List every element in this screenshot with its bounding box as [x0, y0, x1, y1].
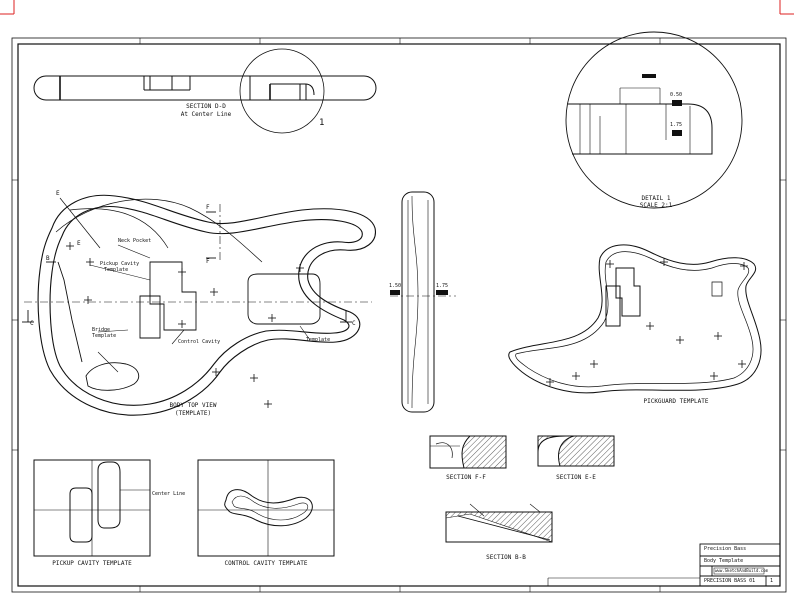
body-center-marks [66, 242, 304, 408]
note-bridge-template: Template [92, 333, 117, 339]
detail-dim-block [642, 74, 656, 78]
body-leaders [89, 244, 311, 373]
section-b-title: SECTION B-B [486, 554, 526, 561]
detail-callout-number: 1 [319, 118, 325, 128]
title-block-sheet: 1 [770, 578, 774, 584]
section-marker-f-2: F [206, 258, 210, 265]
section-marker-c: C [30, 320, 34, 327]
control-cavity-template [197, 459, 335, 557]
title-block-drawing-id: PRECISION BASS 01 [704, 578, 756, 584]
detail-1-title: DETAIL 1 [641, 195, 671, 202]
note-template: Template [104, 267, 129, 273]
section-d-subtitle: At Center Line [180, 111, 232, 118]
section-marker-e: E [56, 190, 60, 197]
control-cavity-title: CONTROL CAVITY TEMPLATE [224, 560, 308, 567]
section-f-view [429, 435, 507, 469]
note-bridge: Bridge [92, 327, 111, 333]
section-marker-f: F [206, 204, 210, 211]
body-top-view-title: BODY TOP VIEW [169, 402, 217, 409]
title-block [547, 543, 781, 587]
section-d-view [33, 48, 377, 134]
pickup-cavity-template [33, 459, 151, 557]
pickup-cavity-title: PICKUP CAVITY TEMPLATE [52, 560, 132, 567]
body-cavities [57, 261, 321, 391]
section-arrows [22, 211, 352, 323]
detail-dim-block [672, 100, 682, 106]
pickguard-screw-marks [546, 258, 748, 386]
section-b-view [445, 503, 553, 543]
body-top-view-subtitle: (TEMPLATE) [174, 410, 212, 417]
pickguard-template-title: PICKGUARD TEMPLATE [643, 398, 709, 405]
note-control-cavity: Control Cavity [178, 339, 221, 345]
section-e-title: SECTION E-E [556, 474, 596, 481]
note-center-line: Center Line [152, 491, 186, 497]
section-marker-b: B [46, 255, 50, 262]
title-block-row2: Body Template [704, 558, 744, 564]
section-f-title: SECTION F-F [446, 474, 486, 481]
note-neck-pocket: Neck Pocket [118, 238, 152, 244]
section-e-view [537, 435, 615, 467]
dimension-detail-2: 1.75 [670, 122, 683, 128]
section-marker-c-2: C [352, 320, 356, 327]
side-dim-block [390, 290, 400, 295]
detail-1-view [565, 31, 743, 209]
dimension-detail-1: 0.50 [670, 92, 683, 98]
border-ticks [12, 38, 786, 592]
body-side-profile [401, 191, 435, 413]
section-marker-e-2: E [77, 240, 81, 247]
section-d-title: SECTION D-D [186, 103, 226, 110]
pickguard-outline [508, 244, 762, 394]
title-block-website: www.SketchAndBuild.com [715, 568, 768, 573]
dimension-side-right: 1.75 [436, 283, 449, 289]
detail-dim-block [672, 130, 682, 136]
note-pickup-cavity: Pickup Cavity [100, 261, 140, 267]
side-dim-block [436, 290, 448, 295]
body-outline [37, 194, 376, 416]
title-block-row1: Precision Bass [704, 546, 747, 552]
logo-box [713, 567, 765, 575]
detail-1-scale: SCALE 2:1 [639, 202, 673, 209]
sheet-border [11, 37, 787, 593]
dimension-side-left: 1.50 [389, 283, 402, 289]
body-center-line [24, 204, 456, 303]
corner-marks [0, 0, 794, 15]
note-neck-template: Template [306, 337, 331, 343]
body-section-arcs [55, 197, 263, 263]
